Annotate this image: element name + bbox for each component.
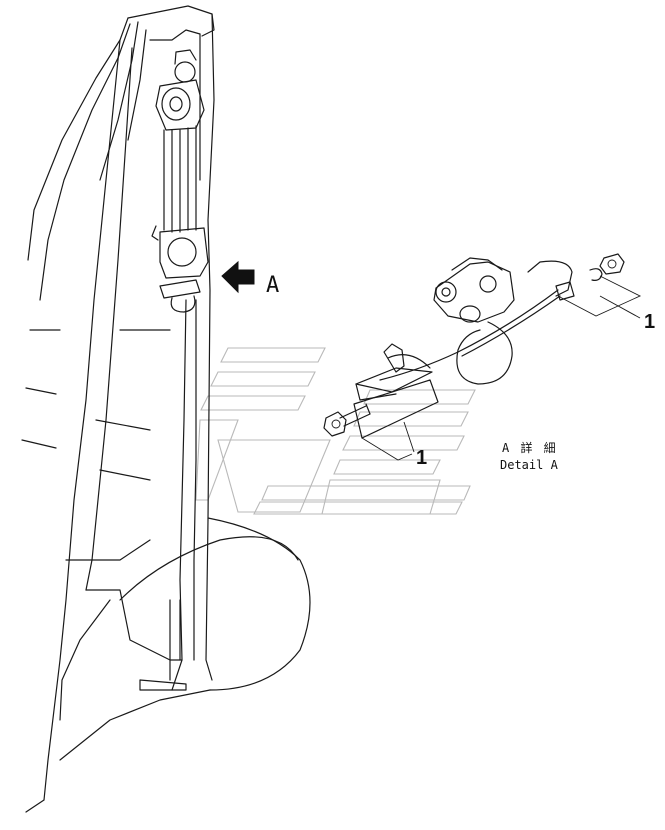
- view-arrow-a: A: [221, 260, 279, 298]
- callout-1-right: 1: [644, 311, 655, 333]
- boom-assembly: [21, 5, 311, 813]
- view-label: A: [266, 273, 279, 298]
- detail-a-parts: [323, 253, 625, 439]
- callout-leaders: [361, 275, 642, 461]
- left-pointing-arrow-icon: [221, 260, 255, 294]
- watermark-logo: [195, 347, 476, 515]
- callout-1-lower: 1: [416, 447, 427, 469]
- detail-title-en: Detail A: [500, 458, 559, 472]
- pulley-block: [151, 49, 209, 313]
- detail-title-jp: A 詳 細: [502, 440, 558, 455]
